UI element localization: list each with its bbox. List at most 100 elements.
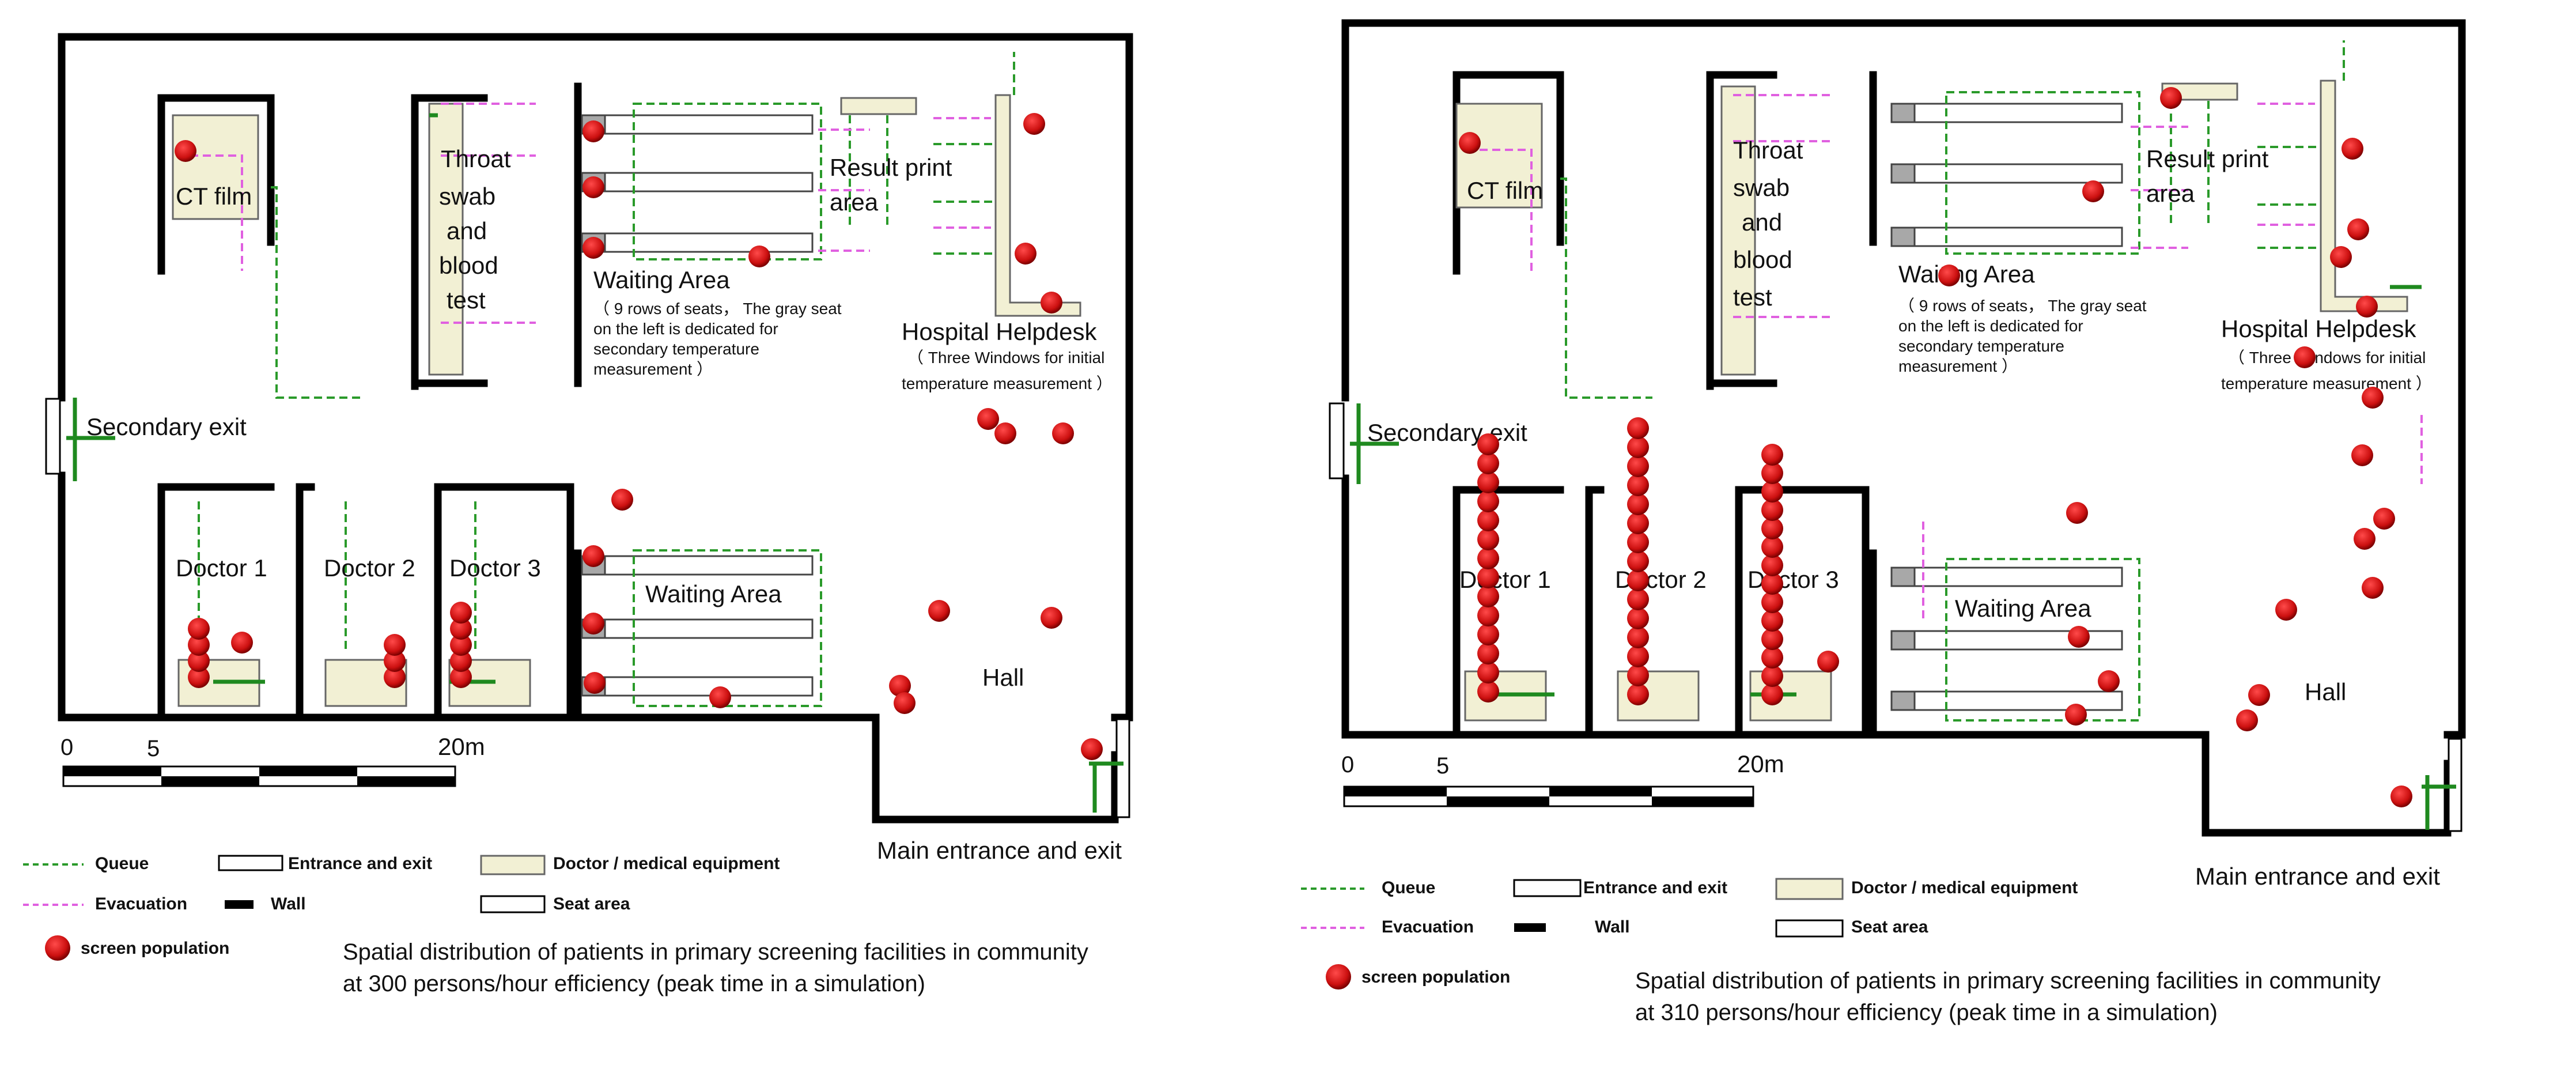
patient-marker [1041,292,1062,314]
patient-marker [1023,113,1045,135]
patient-marker [748,246,770,267]
legend-evacuation: Evacuation [1382,917,1474,936]
panel-left-300pph: CT film Throat swab and blood test Resul… [23,33,1133,996]
patient-marker [611,489,633,511]
secondary-exit-door [45,398,61,475]
walls [1341,19,2466,837]
legend-evacuation: Evacuation [95,894,187,913]
patient-marker [188,650,210,672]
waiting-area-top-label: Waiting Area [1898,260,2035,288]
legend-equipment: Doctor / medical equipment [553,854,780,873]
patient-marker [2098,670,2120,692]
patient-marker [1627,588,1649,610]
legend-entrance-exit: Entrance and exit [1583,878,1727,897]
patient-marker [1477,528,1499,550]
throat-label-5: test [1733,284,1772,311]
throat-label-3: and [447,217,487,244]
caption-line-2: at 300 persons/hour efficiency (peak tim… [343,971,925,996]
throat-label-2: swab [1733,174,1790,201]
helpdesk-note-2: temperature measurement ） [902,375,1113,392]
scale-bar: 0 5 20m [60,733,485,787]
legend-entrance-exit: Entrance and exit [288,854,432,873]
scale-0-label: 0 [60,735,73,760]
patient-marker [977,408,999,430]
caption-line-1: Spatial distribution of patients in prim… [343,939,1088,965]
waiting-note-1: （ 9 rows of seats， The gray seat [593,300,842,318]
waiting-area-bottom-label: Waiting Area [645,580,782,607]
patient-marker [582,545,604,567]
patient-marker [1761,610,1783,632]
patient-marker [1627,664,1649,686]
legend-screen-population: screen population [1361,968,1510,987]
patient-marker [1761,536,1783,558]
patient-marker [1477,605,1499,626]
waiting-seats-bottom [581,555,814,697]
patient-marker [1627,626,1649,648]
result-print-label-1: Result print [2146,145,2269,172]
patient-marker [1627,569,1649,591]
patient-marker [450,602,472,624]
patient-marker [1761,665,1783,687]
result-print-desk [840,97,917,115]
patient-marker [582,237,604,259]
helpdesk-label: Hospital Helpdesk [902,318,1098,345]
patient-marker [1477,567,1499,588]
patient-marker [1761,647,1783,669]
patient-marker [2160,87,2182,109]
evacuation-paths [1480,94,2423,622]
waiting-note-4: measurement ） [593,360,713,378]
caption-line-2: at 310 persons/hour efficiency (peak tim… [1635,1000,2218,1025]
patient-marker [889,675,911,697]
patient-marker [928,600,950,622]
patient-marker [1015,243,1037,265]
scale-20-label: 20m [438,733,485,760]
helpdesk-note-1: （ Three Windows for initial [2229,349,2426,367]
helpdesk-note-1: （ Three Windows for initial [907,349,1104,367]
patient-marker [450,666,472,688]
result-print-label-2: area [830,188,879,216]
doctor1-label: Doctor 1 [176,554,267,581]
patient-marker [1477,471,1499,493]
legend: Queue Evacuation Wall Entrance and exit … [23,854,780,961]
patient-marker [2362,387,2384,409]
patient-marker [1477,681,1499,703]
patient-marker [709,686,731,708]
patient-marker [1627,455,1649,477]
throat-label-1: Throat [441,145,511,172]
patient-marker [1041,607,1062,629]
queue-paths [1484,40,2345,722]
main-entrance-label: Main entrance and exit [877,837,1122,864]
waiting-seats-bottom [1890,567,2123,711]
patient-marker [1627,645,1649,667]
legend-screen-population: screen population [81,939,229,958]
patient-marker [1477,586,1499,607]
patient-marker [175,140,196,162]
patient-marker [2330,246,2352,268]
patient-marker [582,120,604,142]
patient-marker [1477,662,1499,683]
scale-bar: 0 5 20m [1341,750,1784,807]
patient-marker [2390,785,2412,807]
doctor3-label: Doctor 3 [449,554,541,581]
queue-paths [198,52,1015,707]
patient-marker [2236,709,2258,731]
patient-marker [450,618,472,640]
patient-marker [1817,651,1839,673]
waiting-note-3: secondary temperature [593,340,759,358]
secondary-exit-door [1329,402,1345,479]
walls [58,33,1133,824]
patient-marker [1761,444,1783,466]
patient-marker [2373,508,2395,530]
waiting-note-1: （ 9 rows of seats， The gray seat [1898,297,2147,315]
throat-label-2: swab [439,183,495,210]
scale-5-label: 5 [147,736,160,761]
patient-marker [2354,528,2375,550]
patient-marker [188,666,210,688]
legend-wall: Wall [1595,917,1630,936]
scale-5-label: 5 [1436,753,1449,779]
helpdesk-counter [994,94,1081,317]
patient-marker [582,176,604,198]
patient-marker [2066,502,2088,524]
patient-marker [1477,643,1499,664]
